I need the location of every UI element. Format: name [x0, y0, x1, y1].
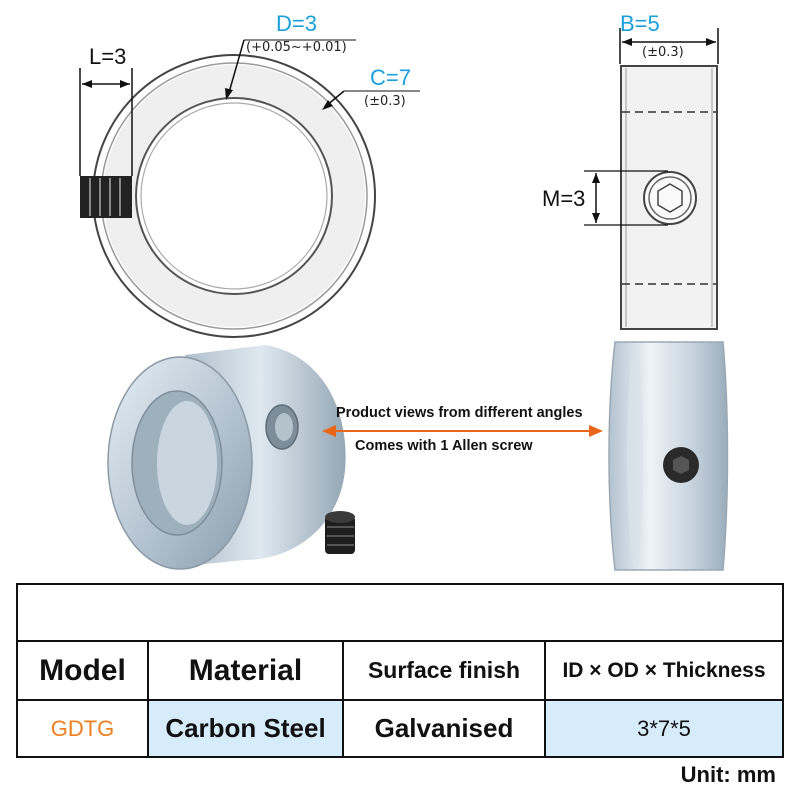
cell-model: GDTG	[16, 699, 149, 758]
header-surface-finish: Surface finish	[342, 640, 546, 701]
ring-side-drawing	[584, 28, 719, 330]
caption-angles: Product views from different angles	[336, 405, 583, 421]
cell-dimensions: 3*7*5	[544, 699, 784, 758]
outer-diameter-label: C=7	[370, 65, 411, 90]
caption-allen-screw: Comes with 1 Allen screw	[355, 438, 533, 454]
ring-front-drawing	[79, 39, 420, 338]
inner-diameter-label: D=3	[276, 11, 317, 36]
product-photo-side	[608, 341, 729, 571]
header-material: Material	[147, 640, 344, 701]
caption-arrow	[322, 425, 603, 437]
thickness-tolerance: (±0.3)	[642, 45, 684, 60]
cell-material: Carbon Steel	[147, 699, 344, 758]
spec-table-title	[16, 583, 784, 642]
outer-diameter-tolerance: (±0.3)	[364, 94, 406, 109]
spec-table: Model Material Surface finish ID × OD × …	[16, 583, 784, 758]
product-photo-angled	[107, 345, 355, 570]
header-dimensions: ID × OD × Thickness	[544, 640, 784, 701]
cell-surface-finish: Galvanised	[342, 699, 546, 758]
unit-label: Unit: mm	[680, 762, 776, 787]
header-model: Model	[16, 640, 149, 701]
thread-size-label: M=3	[542, 186, 586, 211]
thickness-label: B=5	[620, 11, 660, 36]
length-dimension-label: L=3	[89, 44, 127, 69]
inner-diameter-tolerance: (+0.05~+0.01)	[246, 40, 347, 55]
